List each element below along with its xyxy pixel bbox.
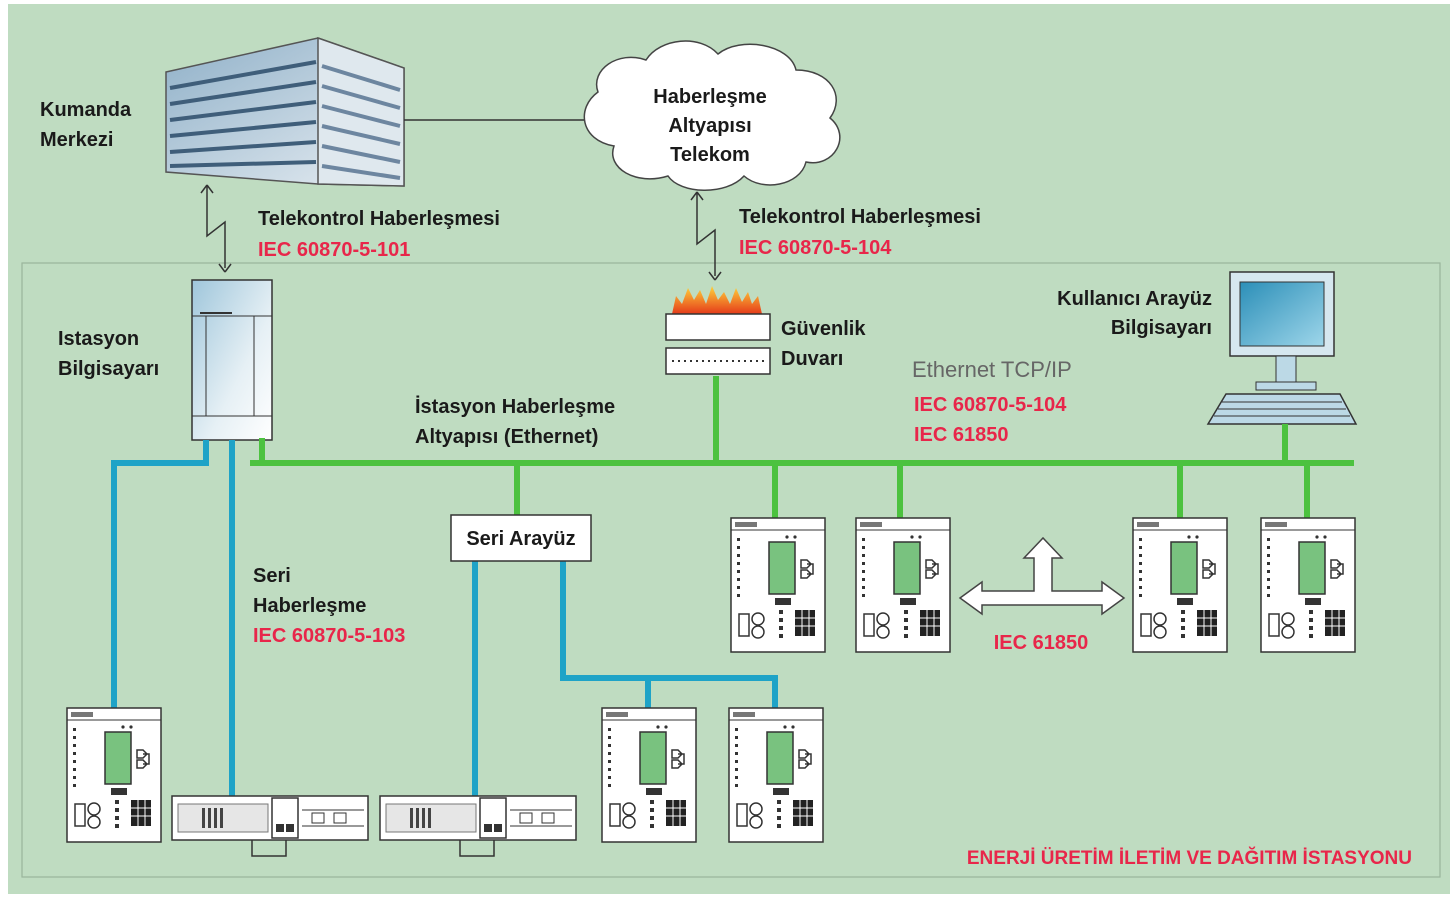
- serial-device-icon: [171, 795, 369, 841]
- serial-interface-box: [450, 514, 592, 562]
- cloud-label: Telekom: [670, 144, 750, 166]
- station-computer-label: Bilgisayarı: [58, 358, 159, 380]
- telecontrol-left-label: Telekontrol Haberleşmesi: [258, 208, 500, 230]
- user-computer-label: Bilgisayarı: [1111, 317, 1212, 339]
- ied-relay-icon: [855, 517, 951, 653]
- user-computer-label: Kullanıcı Arayüz: [1057, 288, 1212, 310]
- control-center-label: Merkezi: [40, 129, 113, 151]
- serial-device-icon: [379, 795, 577, 841]
- station-bus-label: İstasyon Haberleşme: [415, 395, 615, 418]
- iec-61850-ethernet-label: IEC 61850: [914, 424, 1009, 446]
- station-computer-icon: [191, 279, 273, 441]
- station-title: ENERJİ ÜRETİM İLETİM VE DAĞITIM İSTASYON…: [967, 847, 1412, 869]
- station-computer-label: Istasyon: [58, 328, 139, 350]
- ied-relay-icon: [66, 707, 162, 843]
- ied-relay-icon: [601, 707, 697, 843]
- rtu-connector: [251, 840, 287, 857]
- ethernet-tcpip-label: Ethernet TCP/IP: [912, 357, 1072, 382]
- serial-comm-label: Seri: [253, 565, 291, 587]
- ied-relay-icon: [1260, 517, 1356, 653]
- iec-104-ethernet-label: IEC 60870-5-104: [914, 394, 1067, 416]
- control-center-label: Kumanda: [40, 99, 132, 121]
- peer-communication-arrows-icon: [958, 536, 1126, 616]
- telecontrol-right-label: Telekontrol Haberleşmesi: [739, 206, 981, 228]
- iec-104-label: IEC 60870-5-104: [739, 237, 892, 259]
- cloud-label: Altyapısı: [668, 115, 751, 137]
- iec-103-label: IEC 60870-5-103: [253, 625, 405, 647]
- serial-lines: [111, 440, 778, 796]
- station-bus-label: Altyapısı (Ethernet): [415, 426, 598, 448]
- telecontrol-link-left-icon: [200, 184, 232, 273]
- iec-101-label: IEC 60870-5-101: [258, 239, 410, 261]
- firewall-label: Güvenlik: [781, 318, 866, 340]
- cloud-label: Haberleşme: [653, 86, 766, 108]
- ied-relay-icon: [1132, 517, 1228, 653]
- firewall-label: Duvarı: [781, 348, 843, 370]
- serial-comm-label: Haberleşme: [253, 595, 366, 617]
- firewall-icon: [665, 286, 771, 375]
- ied-relay-icon: [730, 517, 826, 653]
- iec-61850-peer-label: IEC 61850: [994, 632, 1089, 654]
- building-icon: [165, 36, 405, 187]
- user-computer-icon: [1206, 271, 1358, 425]
- ied-relay-icon: [728, 707, 824, 843]
- cloud-icon: [583, 40, 841, 191]
- station-boundary: [21, 262, 1441, 878]
- rtu-connector: [459, 840, 495, 857]
- ethernet-bus: [250, 376, 1354, 518]
- telecontrol-link-right-icon: [690, 191, 722, 281]
- serial-interface-label: Seri Arayüz: [466, 528, 575, 550]
